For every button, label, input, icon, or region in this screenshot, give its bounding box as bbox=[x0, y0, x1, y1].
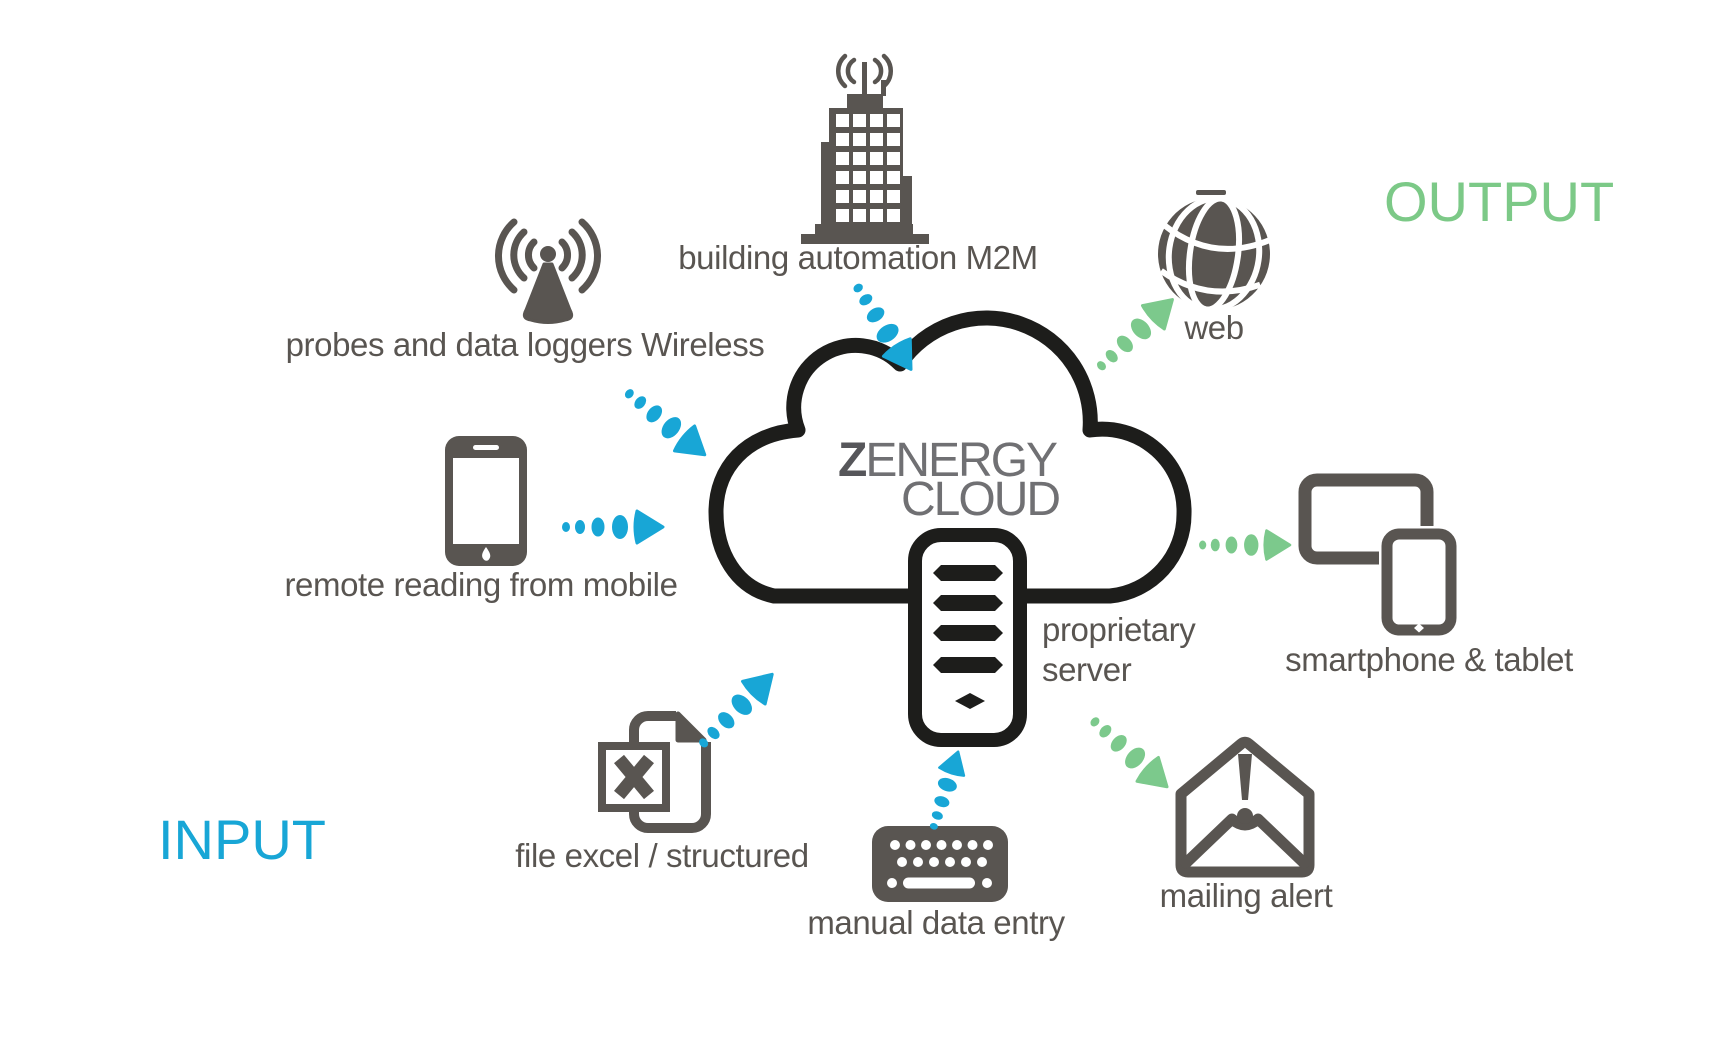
output-arrow-mail bbox=[1090, 717, 1169, 789]
building-antenna-icon bbox=[801, 53, 929, 244]
brand-energy: ENERGY bbox=[865, 434, 1058, 487]
output-arrow-tablet bbox=[1199, 529, 1292, 561]
envelope-alert-icon bbox=[1175, 736, 1315, 878]
input-arrow-keyboard bbox=[929, 750, 966, 830]
input-arrow-mobile bbox=[562, 509, 665, 545]
keyboard-icon bbox=[872, 826, 1008, 902]
cloud-icon bbox=[708, 310, 1192, 604]
output-section-label: OUTPUT bbox=[1384, 170, 1615, 233]
input-arrow-building bbox=[853, 283, 913, 371]
tablet-phone-icon bbox=[1298, 473, 1459, 638]
brand-z: Z bbox=[838, 434, 867, 487]
input-arrow-wireless bbox=[624, 389, 707, 457]
excel-file-icon bbox=[598, 710, 712, 833]
wireless-antenna-icon bbox=[494, 218, 602, 324]
smartphone-icon bbox=[445, 436, 527, 566]
building-automation-label: building automation M2M bbox=[678, 239, 1038, 276]
cloud-brand-line1: ZENERGY bbox=[838, 434, 1058, 487]
input-section-label: INPUT bbox=[158, 808, 326, 871]
server-icon bbox=[908, 528, 1027, 747]
mailing-alert-label: mailing alert bbox=[1159, 877, 1333, 914]
remote-mobile-label: remote reading from mobile bbox=[284, 566, 678, 603]
server-label-line1: proprietary bbox=[1042, 611, 1196, 648]
probes-wireless-label: probes and data loggers Wireless bbox=[285, 326, 765, 363]
globe-icon bbox=[1158, 190, 1272, 313]
proprietary-server-label: proprietary server bbox=[1042, 610, 1196, 690]
file-excel-label: file excel / structured bbox=[515, 837, 809, 874]
server-label-line2: server bbox=[1042, 651, 1132, 688]
web-label: web bbox=[1184, 309, 1244, 346]
output-arrow-web bbox=[1096, 298, 1174, 371]
smartphone-tablet-label: smartphone & tablet bbox=[1285, 641, 1573, 678]
manual-entry-label: manual data entry bbox=[807, 904, 1065, 941]
input-arrow-excel bbox=[699, 672, 774, 748]
cloud-brand-line2: CLOUD bbox=[901, 473, 1061, 526]
